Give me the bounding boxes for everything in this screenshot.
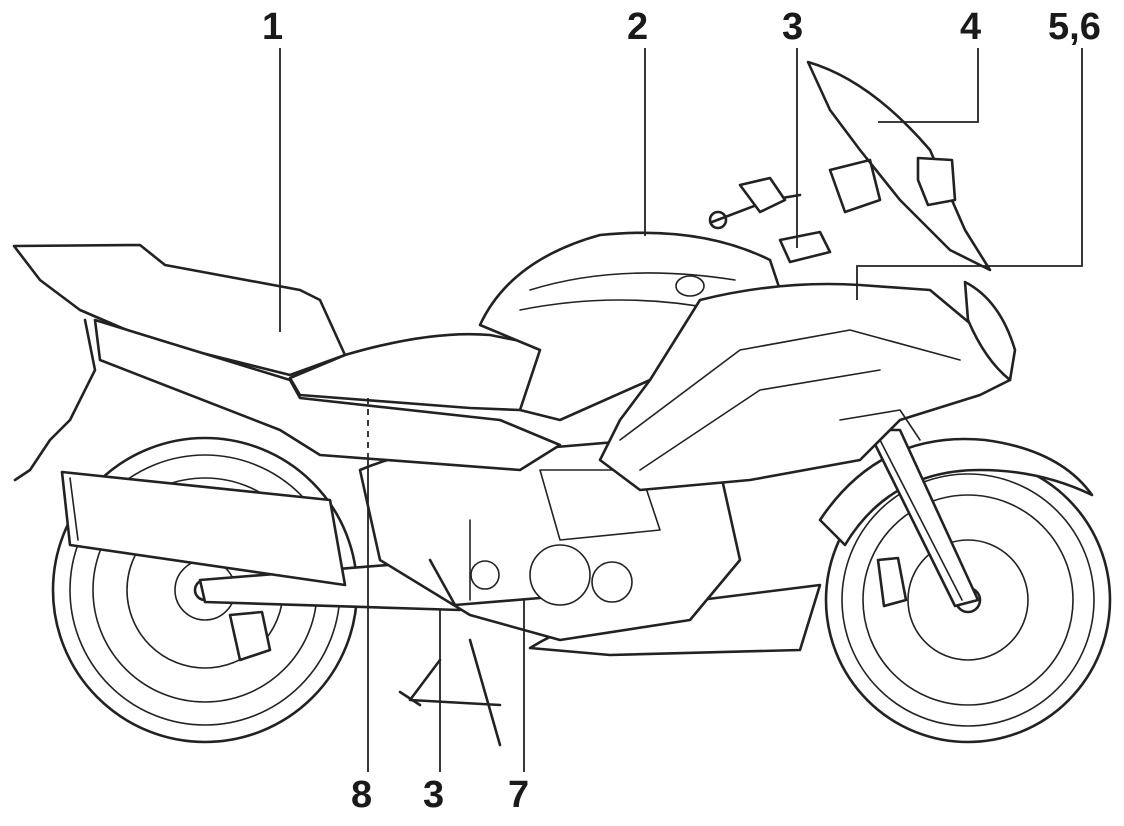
side-panel xyxy=(93,318,562,472)
headlight xyxy=(963,280,1017,382)
callout-3-bottom: 3 xyxy=(423,774,445,816)
rear-brake-caliper xyxy=(228,610,272,662)
front-brake-caliper xyxy=(876,556,908,608)
callout-2: 2 xyxy=(627,6,649,48)
leader-lines xyxy=(279,48,1083,772)
callout-4: 4 xyxy=(960,6,982,48)
mirror xyxy=(916,156,957,207)
callout-5-6: 5,6 xyxy=(1048,6,1101,48)
muffler xyxy=(60,470,347,587)
callout-8: 8 xyxy=(351,774,373,816)
windshield xyxy=(806,60,992,272)
callout-1: 1 xyxy=(262,6,284,48)
handlebar xyxy=(708,158,882,264)
callout-7: 7 xyxy=(508,774,530,816)
footpeg xyxy=(428,558,542,607)
center-stand xyxy=(398,638,502,747)
fairing xyxy=(598,282,1012,492)
callout-3-top: 3 xyxy=(782,6,804,48)
fuel-tank xyxy=(478,231,782,422)
rear-bracket xyxy=(13,318,97,482)
